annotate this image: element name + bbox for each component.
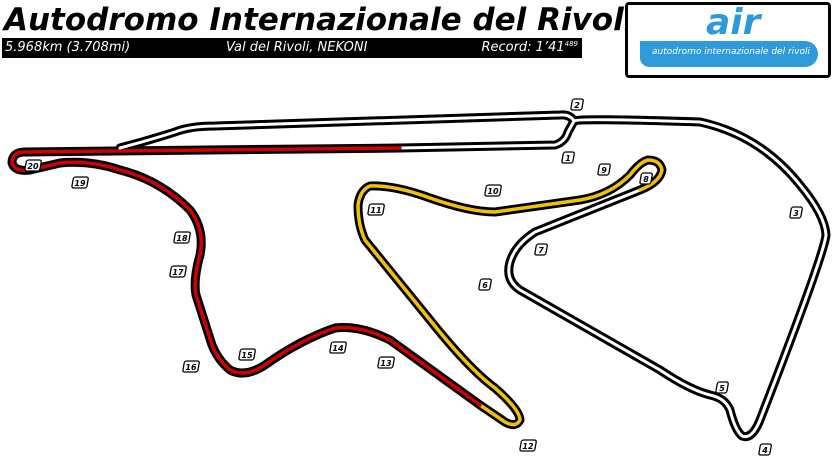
turn-number: 13 — [380, 359, 392, 368]
turn-number: 17 — [172, 268, 184, 277]
turn-number: 5 — [719, 384, 725, 393]
turn-marker-4: 4 — [758, 443, 772, 456]
turn-marker-13: 13 — [377, 356, 395, 369]
turn-marker-15: 15 — [238, 348, 256, 361]
turn-marker-6: 6 — [478, 278, 492, 291]
turn-marker-3: 3 — [789, 206, 803, 219]
logo-subtitle: autodromo internazionale del rivoli — [652, 47, 810, 57]
turn-marker-14: 14 — [329, 341, 347, 354]
turn-number: 10 — [487, 187, 499, 196]
turn-number: 19 — [74, 179, 86, 188]
turn-number: 6 — [482, 281, 488, 290]
turn-marker-20: 20 — [24, 159, 42, 172]
turn-marker-11: 11 — [367, 203, 385, 216]
turn-number: 16 — [185, 363, 197, 372]
turn-number: 3 — [793, 209, 799, 218]
turn-number: 12 — [522, 442, 534, 451]
lap-record-label: Record: 1’41 — [481, 40, 565, 55]
info-bar: 5.968km (3.708mi) Val del Rivoli, NEKONI… — [2, 38, 582, 58]
turn-number: 1 — [565, 154, 571, 163]
sector-yellow — [356, 158, 650, 427]
sector-yellow-8 — [638, 158, 664, 192]
turn-number: 2 — [574, 101, 580, 110]
turn-number: 11 — [370, 206, 381, 215]
turn-number: 18 — [176, 234, 188, 243]
turn-marker-12: 12 — [519, 439, 537, 452]
turn-number: 8 — [643, 175, 649, 184]
turn-number: 20 — [27, 162, 39, 171]
lap-record: Record: 1’41489 — [481, 38, 578, 58]
turn-marker-17: 17 — [169, 265, 187, 278]
logo-wordmark: air — [706, 2, 761, 43]
turn-marker-8: 8 — [639, 172, 653, 185]
track-location: Val del Rivoli, NEKONI — [226, 40, 368, 55]
track-length: 5.968km (3.708mi) — [5, 40, 131, 55]
turn-marker-2: 2 — [570, 98, 584, 111]
turn-marker-7: 7 — [534, 243, 548, 256]
turn-marker-19: 19 — [71, 176, 89, 189]
circuit-logo: air autodromo internazionale del rivoli — [625, 2, 831, 78]
lap-record-fraction: 489 — [564, 40, 578, 48]
turn-number: 14 — [332, 344, 344, 353]
turn-number: 9 — [601, 166, 607, 175]
turn-marker-9: 9 — [597, 163, 611, 176]
turn-number: 4 — [761, 446, 768, 455]
track-outline — [7, 110, 831, 442]
circuit-title: Autodromo Internazionale del Rivoli — [4, 2, 635, 38]
turn-marker-16: 16 — [182, 360, 200, 373]
turn-number: 7 — [538, 246, 544, 255]
logo-pill — [640, 41, 818, 67]
turn-marker-5: 5 — [715, 381, 729, 394]
turn-number: 15 — [241, 351, 253, 360]
turn-marker-10: 10 — [484, 184, 502, 197]
turn-marker-1: 1 — [561, 151, 575, 164]
turn-marker-18: 18 — [173, 231, 191, 244]
